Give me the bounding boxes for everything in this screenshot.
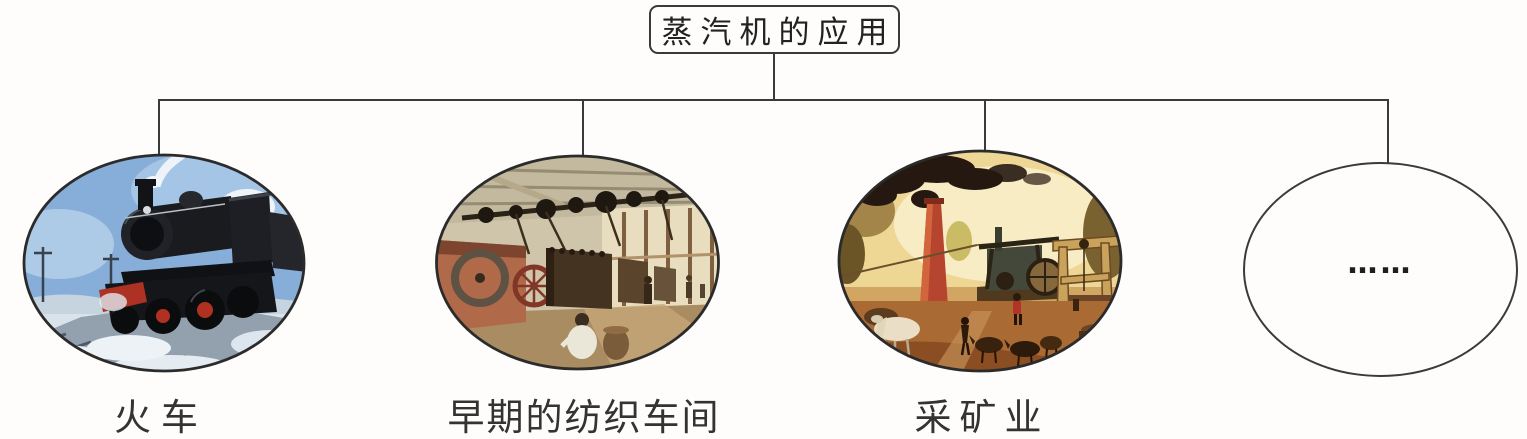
steam-locomotive-photo (22, 153, 306, 373)
miner-figures (960, 293, 1079, 356)
headlamp (143, 206, 151, 214)
locomotive-cab (229, 192, 273, 268)
caption-train: 火车 (114, 398, 208, 439)
barrel (603, 326, 629, 360)
connector-title-stem (773, 53, 775, 100)
beam-engine (977, 227, 1064, 303)
ellipsis-dots: …… (1347, 246, 1414, 281)
connector-drop-mining (984, 99, 986, 152)
line-shaft-pulleys (478, 190, 669, 223)
handrail (124, 203, 226, 219)
ellipse-frame-train (22, 153, 306, 373)
diagram-title-box: 蒸汽机的应用 (649, 5, 900, 54)
drive-belts (514, 199, 674, 255)
locomotive-chimney (138, 182, 153, 210)
connector-drop-train (158, 99, 160, 155)
gray-flywheel (451, 249, 509, 307)
spinning-machines (546, 248, 612, 309)
ellipse-frame-mining (837, 149, 1123, 373)
train-scene (24, 155, 304, 371)
diagram-title: 蒸汽机的应用 (661, 15, 896, 50)
mining-scene (839, 151, 1121, 371)
textile-scene (436, 156, 719, 369)
hauling-rope (839, 244, 978, 278)
caption-mining-industry: 采矿业 (914, 398, 1050, 439)
connector-drop-more (1387, 99, 1389, 164)
steam-dome (179, 191, 203, 209)
ellipse-frame-textile (435, 154, 720, 371)
mining-industry-photo (837, 149, 1123, 373)
connector-drop-textile (582, 99, 584, 157)
wheels (111, 286, 259, 334)
textile-workshop-photo (435, 154, 720, 371)
worker-white-shirt (560, 313, 597, 359)
worker-figures (644, 275, 705, 304)
more-applications-ellipse: …… (1243, 162, 1518, 377)
tree-left (839, 224, 865, 284)
connector-horizontal-rail (158, 99, 1389, 101)
caption-textile-workshop: 早期的纺织车间 (447, 398, 721, 439)
bright-sky (894, 166, 1110, 282)
mine-cart (1079, 324, 1115, 355)
white-horse (864, 308, 920, 357)
